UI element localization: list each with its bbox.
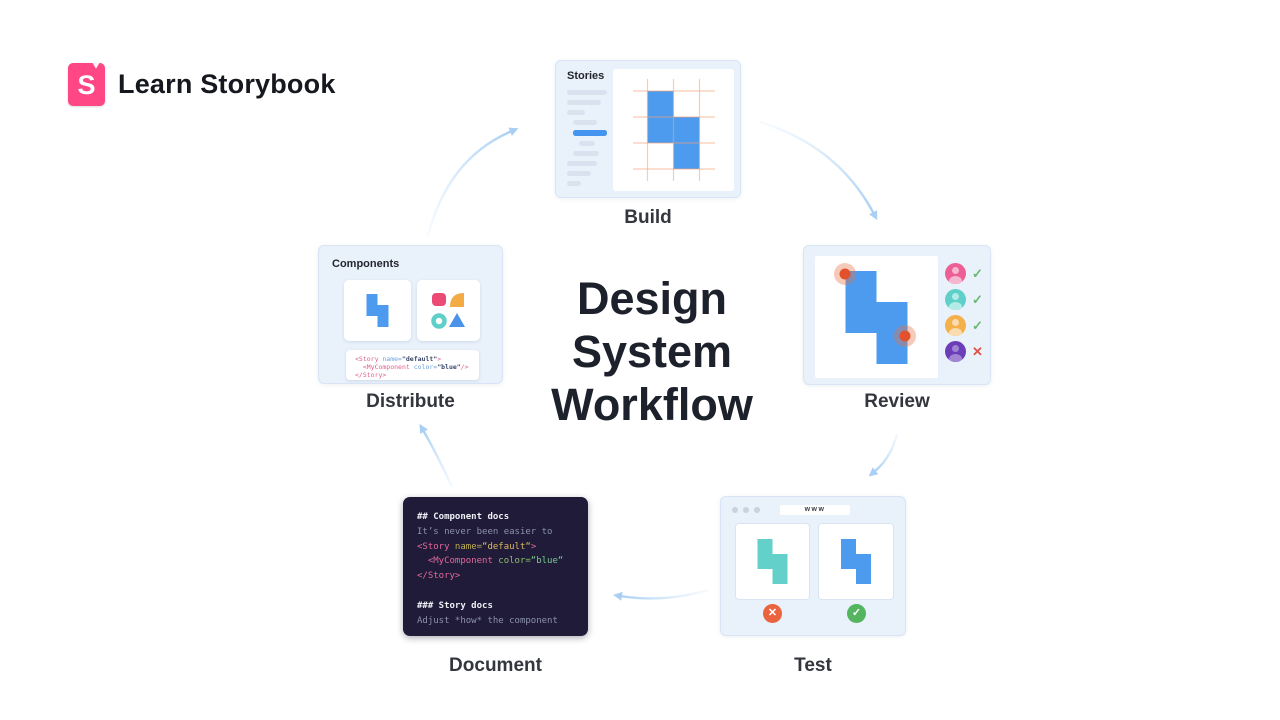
story-item-bar xyxy=(567,171,591,176)
title-line-1: Design xyxy=(576,273,728,324)
comment-pin-icon xyxy=(894,325,916,347)
square-shape-icon xyxy=(432,293,446,306)
code-line xyxy=(417,584,588,599)
code-line: </Story> xyxy=(355,371,387,380)
code-line: <Story name=“default“> xyxy=(417,541,537,552)
component-canvas xyxy=(613,69,734,191)
logo-letter: S xyxy=(77,70,96,100)
check-icon: ✓ xyxy=(972,318,983,333)
browser-dot-icon xyxy=(754,507,760,513)
avatar-icon xyxy=(945,341,966,362)
story-item-bar xyxy=(567,100,601,105)
avatar-icon xyxy=(945,315,966,336)
arrow-distribute-to-build xyxy=(426,127,519,237)
title-line-3: Workflow xyxy=(551,379,753,430)
redline-grid xyxy=(633,79,715,181)
test-snapshot-right xyxy=(819,524,893,599)
cross-icon: ✕ xyxy=(972,344,983,359)
donut-shape-icon xyxy=(431,313,447,329)
title-line-2: System xyxy=(571,326,733,377)
browser-dot-icon xyxy=(732,507,738,513)
story-item-bar xyxy=(573,151,599,156)
triangle-shape-icon xyxy=(449,313,465,327)
arrow-review-to-test xyxy=(868,433,899,477)
browser-traffic-lights xyxy=(732,507,760,513)
component-preview xyxy=(633,79,715,181)
code-line: ## Component docs xyxy=(417,512,510,522)
document-stage-label: Document xyxy=(449,655,542,676)
code-line: Adjust *how* the component xyxy=(417,615,558,626)
story-item-bar xyxy=(579,141,595,146)
stories-sidebar: Stories xyxy=(567,70,611,191)
comment-pin-icon xyxy=(834,263,856,285)
bookmark-notch-icon xyxy=(92,62,100,69)
distribute-stage-label: Distribute xyxy=(366,391,455,412)
code-line: ### Story docs xyxy=(417,600,493,611)
story-item-bar xyxy=(567,161,597,166)
avatar-icon xyxy=(945,263,966,284)
page-title: Design System Workflow xyxy=(512,272,792,431)
brand-name: Learn Storybook xyxy=(118,69,336,99)
arrow-test-to-document xyxy=(613,588,709,601)
reviewer-list: ✓ ✓ ✓ ✕ xyxy=(945,263,991,367)
story-code-snippet: <Story name="default"> <MyComponent colo… xyxy=(346,350,479,380)
review-canvas xyxy=(815,256,938,378)
story-item-bar xyxy=(567,110,585,115)
arrow-build-to-review xyxy=(759,120,878,221)
shapes-preview xyxy=(431,293,465,329)
component-preview xyxy=(366,294,389,327)
component-shape xyxy=(845,271,908,364)
story-item-selected xyxy=(573,130,607,136)
components-header: Components xyxy=(332,258,400,270)
code-line: <Story name="default"> xyxy=(355,355,442,363)
review-card: ✓ ✓ ✓ ✕ xyxy=(803,245,991,385)
distribute-card: Components <Story name="default"> <MyCom… xyxy=(318,245,503,384)
story-item-bar xyxy=(573,120,597,125)
component-shape-teal xyxy=(757,539,788,584)
reviewer-row: ✓ xyxy=(945,289,991,310)
fail-badge-icon: ✕ xyxy=(763,604,782,623)
test-snapshot-left xyxy=(736,524,809,599)
component-tile xyxy=(344,280,411,341)
arrow-document-to-distribute xyxy=(419,423,454,488)
code-line: It’s never been easier to xyxy=(417,526,553,537)
code-line: <MyComponent color="blue"/> xyxy=(355,363,469,372)
code-line: </Story> xyxy=(417,571,461,582)
build-card: Stories xyxy=(555,60,741,198)
story-item-bar xyxy=(567,181,581,186)
review-stage-label: Review xyxy=(864,391,930,412)
story-item-bar xyxy=(567,90,607,95)
browser-address-bar: www xyxy=(780,505,850,515)
component-shape xyxy=(841,539,871,584)
component-shape xyxy=(366,294,389,327)
test-card: www ✕ ✓ xyxy=(720,496,906,636)
snapshot-preview xyxy=(757,539,788,584)
check-icon: ✓ xyxy=(972,266,983,281)
check-icon: ✓ xyxy=(972,292,983,307)
brand-logo[interactable]: S Learn Storybook xyxy=(68,62,336,106)
review-preview xyxy=(834,263,916,364)
reviewer-row: ✓ xyxy=(945,315,991,336)
stories-list xyxy=(567,90,611,186)
test-stage-label: Test xyxy=(794,655,832,676)
storybook-logo-icon: S xyxy=(68,62,105,106)
browser-dot-icon xyxy=(743,507,749,513)
reviewer-row: ✕ xyxy=(945,341,991,362)
shapes-tile xyxy=(417,280,480,341)
code-line: <MyComponent color=“blue“ xyxy=(417,556,564,567)
stories-sidebar-title: Stories xyxy=(567,70,605,82)
snapshot-preview xyxy=(841,539,871,584)
reviewer-row: ✓ xyxy=(945,263,991,284)
pass-badge-icon: ✓ xyxy=(847,604,866,623)
avatar-icon xyxy=(945,289,966,310)
quarter-circle-icon xyxy=(450,293,464,307)
build-stage-label: Build xyxy=(624,207,672,228)
